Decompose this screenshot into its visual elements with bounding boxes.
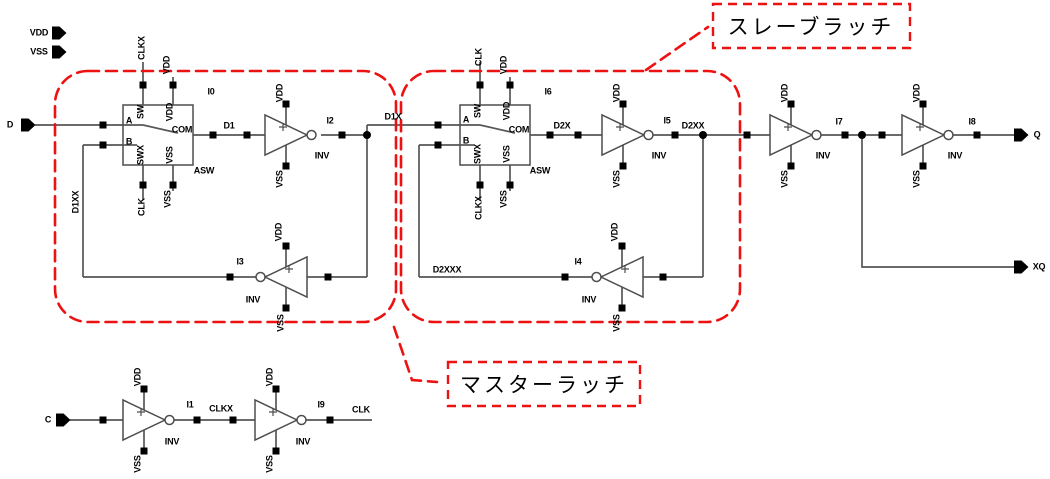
latch-annotations [53, 2, 912, 408]
type-label-inv: INV [581, 294, 597, 305]
inverter-i3-symbol[interactable] [255, 241, 308, 313]
net-label-vss: VSS [611, 170, 622, 188]
instance-label-i2: I2 [326, 115, 334, 126]
net-label-vss: VSS [264, 455, 275, 473]
instance-label-i6: I6 [544, 86, 552, 97]
instance-label-i7: I7 [835, 116, 843, 127]
port-vss-symbol[interactable] [52, 45, 67, 59]
port-c-label: C [44, 414, 52, 425]
net-label-vss: VSS [275, 314, 286, 332]
pin-label-com: COM [508, 124, 530, 135]
pin-label-vdd: VDD [164, 102, 175, 122]
port-xq-label: XQ [1032, 261, 1046, 272]
net-label-vdd: VDD [161, 55, 172, 75]
pin-label-sw: SW [135, 104, 146, 120]
pin-label-sw: SW [472, 103, 483, 119]
type-label-inv: INV [947, 150, 963, 161]
inverter-i7-symbol[interactable] [769, 99, 822, 171]
net-label-vss: VSS [911, 170, 922, 188]
net-label-vdd: VDD [264, 367, 275, 387]
instance-label-i8: I8 [968, 116, 976, 127]
inverter-i5-symbol[interactable] [601, 99, 654, 171]
net-label-vss: VSS [611, 314, 622, 332]
net-label-vss: VSS [779, 170, 790, 188]
pin-label-b: B [125, 136, 133, 147]
inverter-i8-symbol[interactable] [901, 99, 954, 171]
slave-latch-leader-line [644, 25, 710, 72]
port-d-label: D [6, 119, 14, 130]
port-vdd-label: VDD [29, 27, 49, 38]
net-label-d2x: D2X [553, 120, 571, 131]
port-c-symbol[interactable] [56, 413, 71, 427]
master-latch-label-box [446, 360, 642, 408]
pin-label-swx: SWX [135, 145, 146, 165]
port-q-symbol[interactable] [1014, 128, 1029, 142]
pin-label-a: A [125, 115, 133, 126]
net-label-vss: VSS [132, 455, 143, 473]
instance-label-i5: I5 [663, 115, 671, 126]
type-label-inv: INV [164, 436, 180, 447]
net-label-clkx: CLKX [136, 36, 147, 60]
net-label-d1xx: D1XX [70, 190, 81, 214]
slave-latch-annotation: スレーブラッチ [727, 16, 895, 39]
net-label-vdd: VDD [132, 367, 143, 387]
net-label-vdd: VDD [779, 83, 790, 103]
instance-label-i4: I4 [574, 256, 582, 267]
port-d-symbol[interactable] [21, 118, 36, 132]
pin-label-vss: VSS [164, 146, 175, 164]
type-label-asw: ASW [529, 165, 551, 176]
type-label-inv: INV [314, 150, 330, 161]
net-label-vdd: VDD [274, 83, 285, 103]
terminal-squares [99, 121, 981, 424]
net-label-vdd: VDD [911, 83, 922, 103]
net-label-vss: VSS [162, 190, 173, 208]
inverter-i4-symbol[interactable] [591, 241, 644, 313]
master-latch-annotation: マスターラッチ [460, 374, 628, 397]
net-label-clkx: CLKX [209, 403, 233, 414]
port-q-label: Q [1033, 129, 1041, 140]
net-label-clkx: CLKX [473, 196, 484, 220]
inverter-i2-symbol[interactable] [264, 99, 317, 171]
port-vss-label: VSS [30, 46, 48, 57]
net-label-d2xx: D2XX [681, 120, 705, 131]
net-label-d1: D1 [223, 120, 235, 131]
slave-latch-outline [399, 69, 742, 324]
pin-label-a: A [462, 114, 470, 125]
net-label-clk: CLK [352, 404, 370, 415]
net-label-d1x: D1X [384, 111, 402, 122]
type-label-inv: INV [815, 150, 831, 161]
pin-label-b: B [462, 135, 470, 146]
type-label-inv: INV [651, 150, 667, 161]
master-latch-leader-line [392, 325, 439, 384]
net-label-clk: CLK [136, 198, 147, 216]
pin-label-com: COM [171, 124, 193, 135]
net-label-vdd: VDD [498, 55, 509, 75]
wire-xq [861, 135, 1014, 268]
net-label-vdd: VDD [609, 222, 620, 242]
port-vdd-symbol[interactable] [52, 26, 67, 40]
instance-label-i9: I9 [317, 399, 325, 410]
pin-label-vss: VSS [501, 145, 512, 163]
pin-label-swx: SWX [472, 144, 483, 164]
master-latch-outline [53, 69, 398, 324]
type-label-asw: ASW [193, 165, 215, 176]
net-label-clk: CLK [473, 48, 484, 66]
instance-label-i0: I0 [207, 86, 215, 97]
net-label-vss: VSS [498, 190, 509, 208]
type-label-inv: INV [245, 294, 261, 305]
instance-label-i3: I3 [236, 256, 244, 267]
pin-label-vdd: VDD [501, 101, 512, 121]
net-label-vdd: VDD [273, 222, 284, 242]
port-xq-symbol[interactable] [1014, 260, 1029, 274]
slave-latch-label-box [711, 2, 912, 50]
net-label-vdd: VDD [611, 83, 622, 103]
instance-label-i1: I1 [186, 399, 194, 410]
net-label-d2xxx: D2XXX [432, 264, 462, 275]
net-label-vss: VSS [274, 170, 285, 188]
type-label-inv: INV [295, 436, 311, 447]
junction-dots [363, 131, 866, 139]
